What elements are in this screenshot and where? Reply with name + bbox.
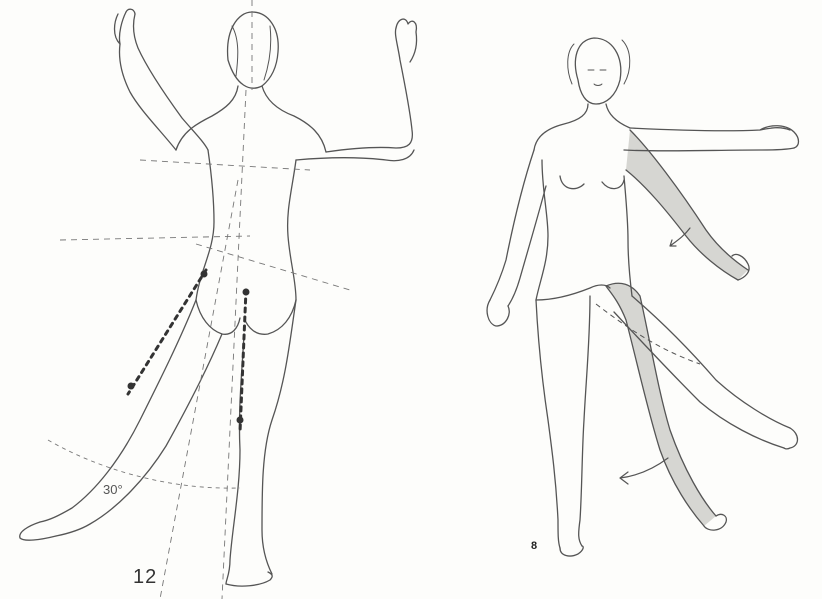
figure-number-right: 8 <box>531 540 537 552</box>
right-figure-leg-standing <box>536 296 590 548</box>
left-figure-torso <box>176 86 326 300</box>
left-figure-foot-right <box>226 572 272 586</box>
right-figure-arm-raised <box>624 128 794 151</box>
left-figure-arm-left <box>119 12 208 150</box>
abduction-angle-label: 30° <box>103 482 123 497</box>
left-figure-arm-right <box>296 28 414 161</box>
left-figure-leg-abducted <box>40 300 222 536</box>
right-figure-foot-standing <box>560 546 583 556</box>
left-guide-lines <box>48 0 350 599</box>
left-figure-back-view <box>20 9 417 586</box>
right-figure-shading <box>606 130 748 526</box>
right-figure-hand-hanging <box>487 300 509 326</box>
right-figure-head <box>575 38 620 104</box>
arrow-leg <box>620 458 668 484</box>
left-figure-foot-left <box>20 522 56 540</box>
left-figure-hair <box>232 26 271 80</box>
right-figure-arm-hanging <box>490 150 546 306</box>
figure-number-left: 12 <box>133 566 157 589</box>
right-figure-torso <box>534 104 632 300</box>
right-figure-front-view <box>487 38 798 556</box>
left-figure-leg-standing <box>226 300 296 584</box>
